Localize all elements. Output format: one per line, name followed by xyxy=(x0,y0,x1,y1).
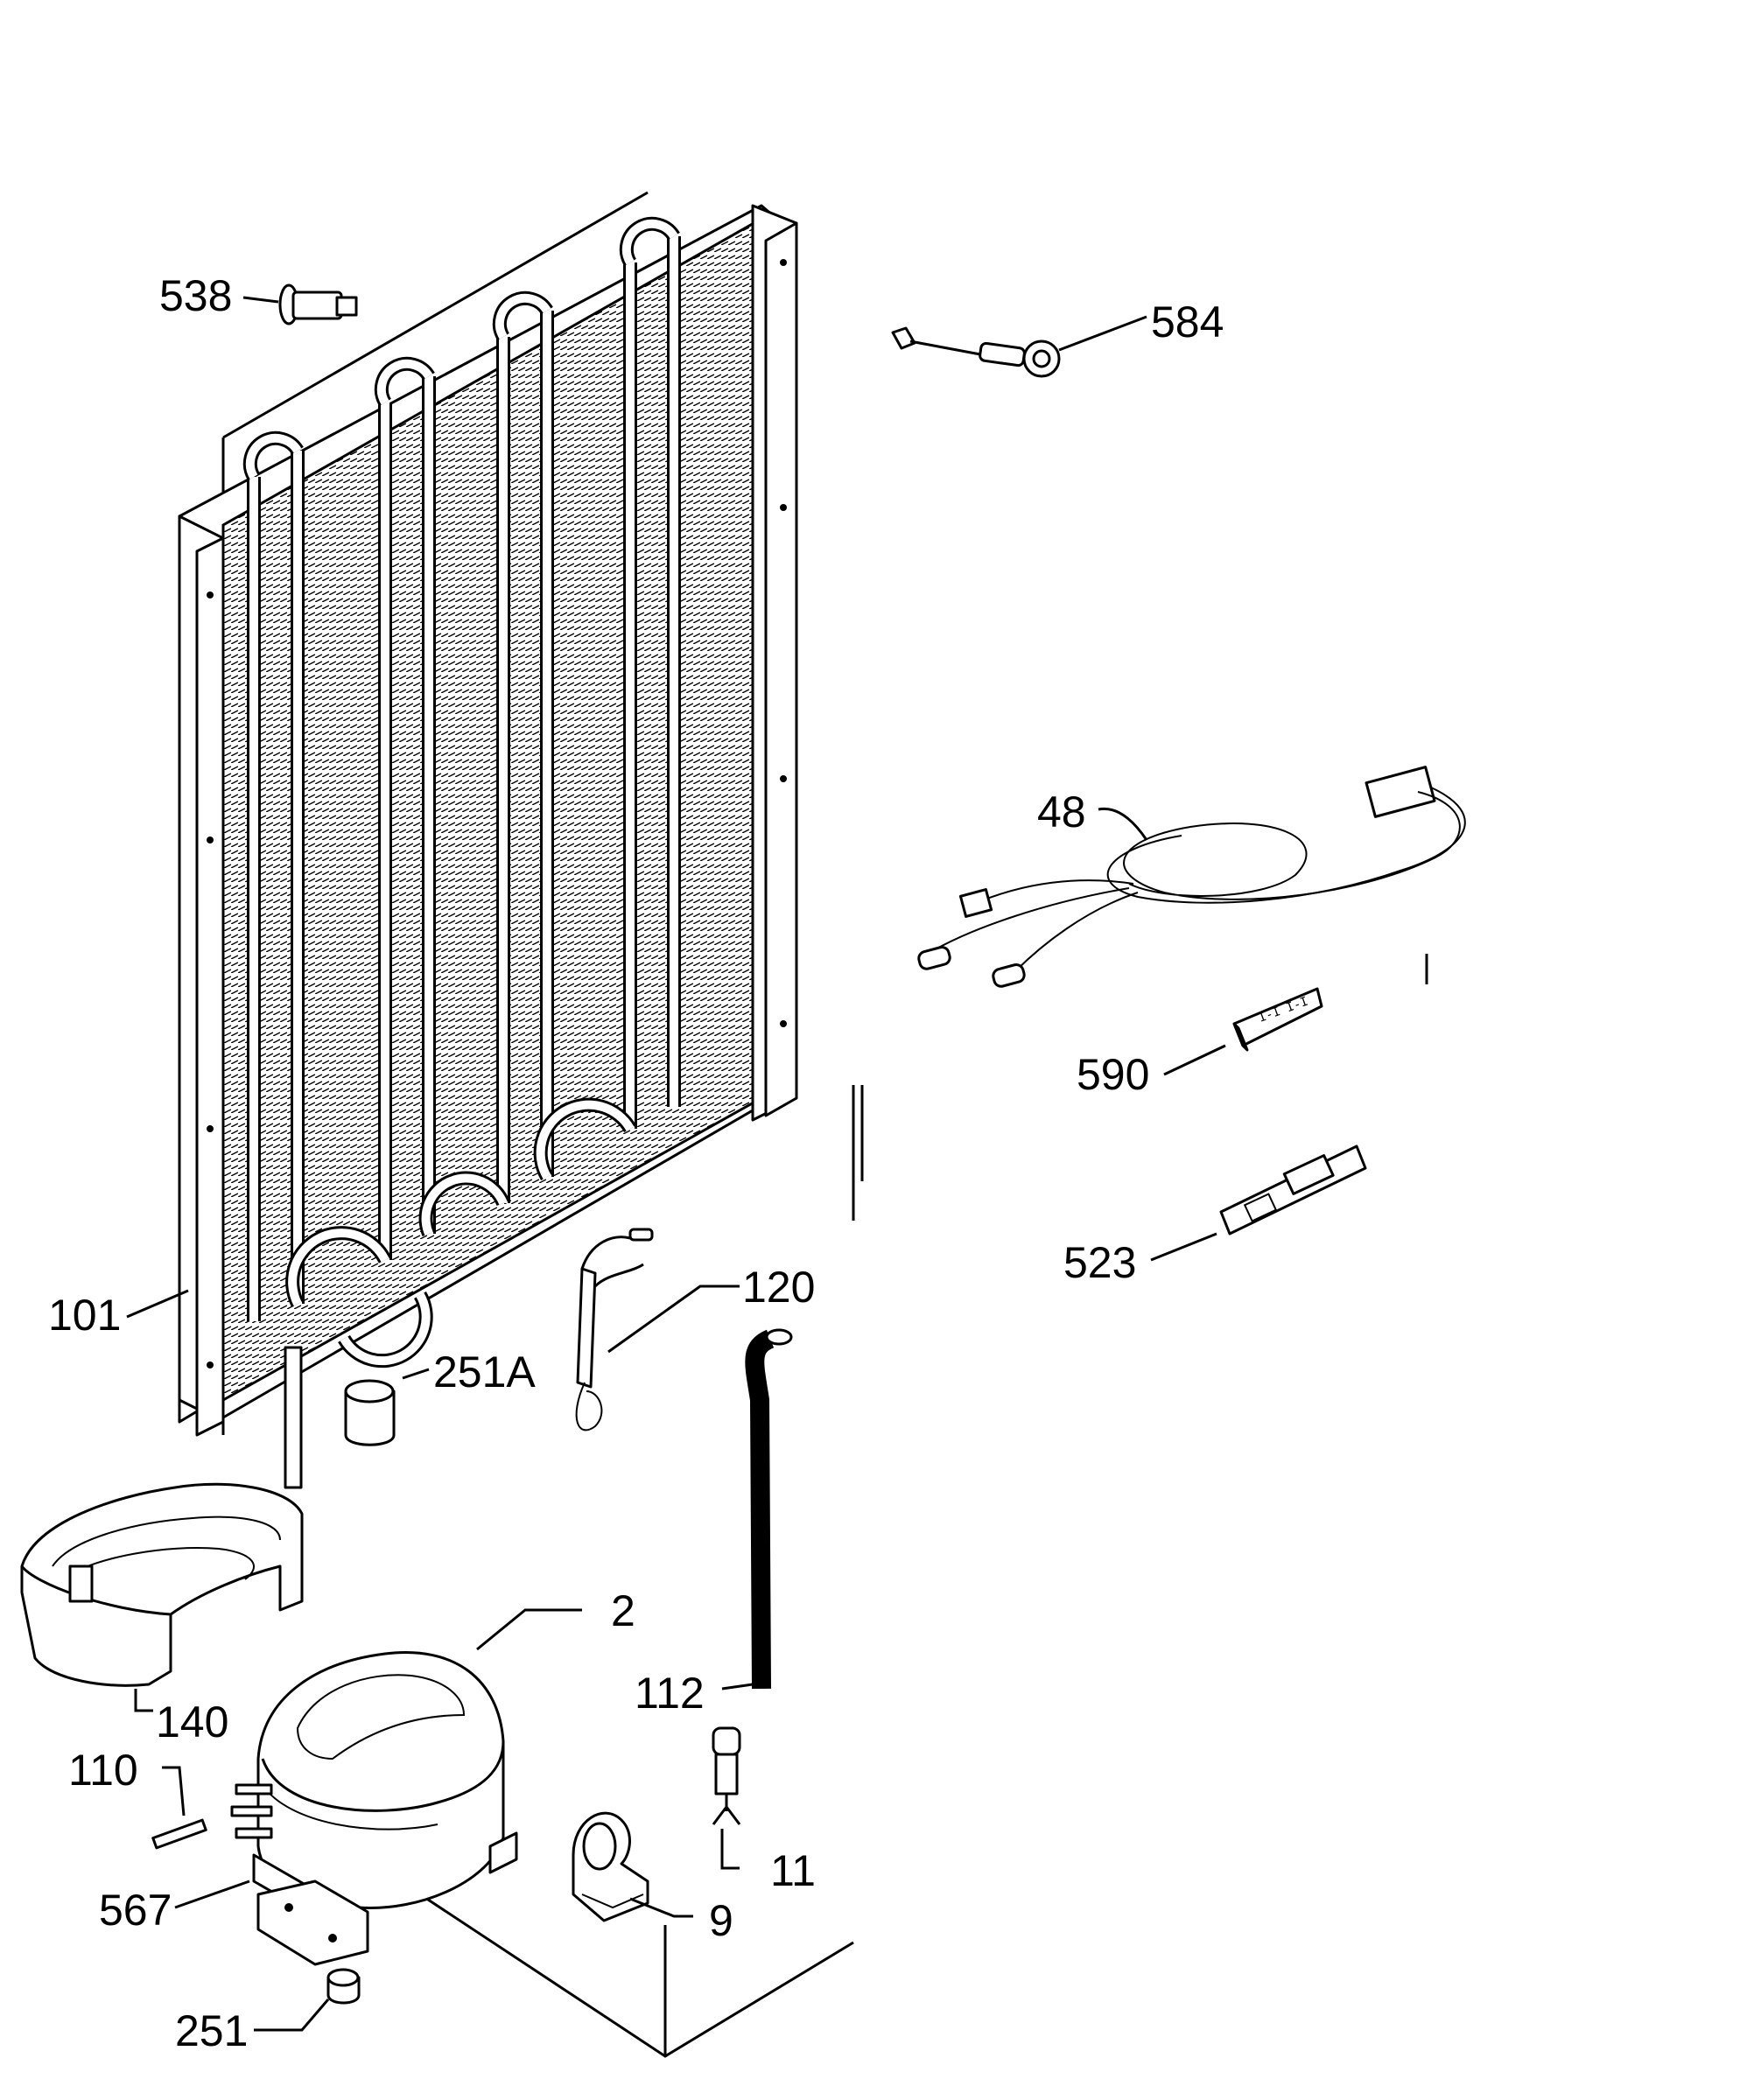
label-48: 48 xyxy=(1037,788,1086,836)
part-584-sensor xyxy=(891,326,1061,378)
part-251a-grommet xyxy=(344,1379,396,1446)
label-120: 120 xyxy=(742,1263,815,1312)
label-584: 584 xyxy=(1151,298,1224,346)
label-523: 523 xyxy=(1063,1238,1136,1287)
label-251a: 251A xyxy=(433,1348,536,1396)
label-110: 110 xyxy=(68,1746,138,1795)
label-538: 538 xyxy=(159,271,232,320)
part-590-board: I-I I-I xyxy=(1232,987,1323,1052)
part-110-pin xyxy=(151,1818,207,1850)
part-2-compressor xyxy=(230,1651,518,1966)
label-590: 590 xyxy=(1077,1050,1149,1099)
label-11: 11 xyxy=(770,1846,816,1895)
part-48-wiring-harness xyxy=(917,766,1466,988)
leader-lines xyxy=(126,296,1226,2032)
label-140: 140 xyxy=(156,1698,228,1746)
callout-labels: 538 584 48 590 523 101 120 251A 2 112 14… xyxy=(48,271,1224,2055)
part-140-drip-tray xyxy=(20,1482,304,1687)
label-2: 2 xyxy=(611,1586,635,1635)
label-112: 112 xyxy=(635,1669,705,1718)
label-101: 101 xyxy=(48,1291,121,1340)
label-251: 251 xyxy=(175,2006,248,2055)
part-523-board xyxy=(1219,1144,1367,1236)
label-9: 9 xyxy=(709,1896,733,1945)
part-120-filter-drier xyxy=(575,1228,654,1432)
part-251-nut xyxy=(326,1968,361,2005)
part-9-bracket xyxy=(572,1811,649,1922)
part-11-valve xyxy=(712,1726,741,1825)
label-567: 567 xyxy=(99,1886,172,1935)
part-112-coil-tube xyxy=(745,1328,793,1690)
condenser xyxy=(178,204,798,1489)
part-538-connector xyxy=(278,284,358,326)
